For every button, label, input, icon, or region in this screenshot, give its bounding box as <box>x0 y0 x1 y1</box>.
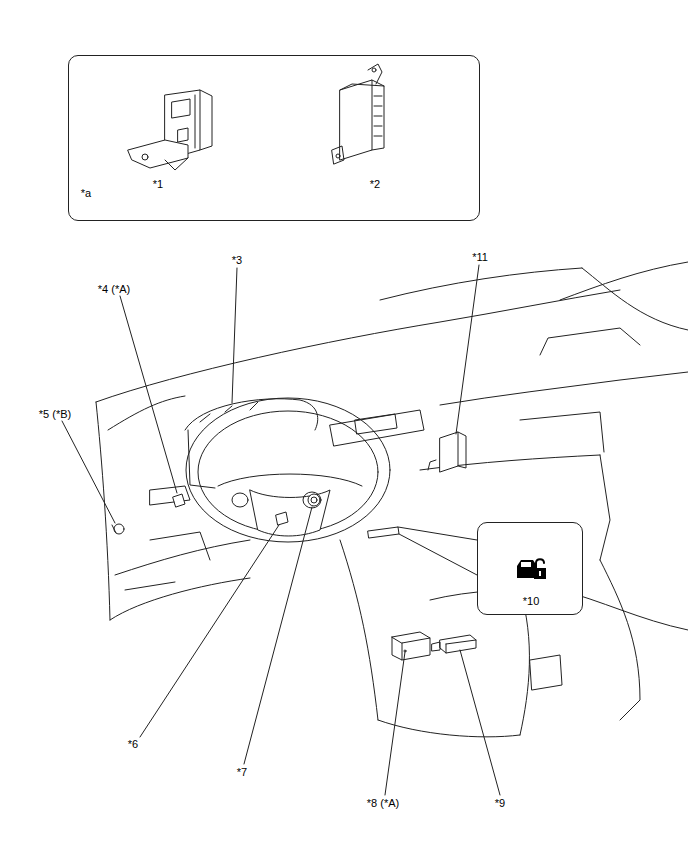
inset-box: *1 *2 *a <box>68 55 480 221</box>
leader-lines <box>62 265 500 795</box>
callout-number: *8 (*A) <box>367 798 399 809</box>
steering-wheel <box>185 398 390 542</box>
part-6 <box>276 512 288 525</box>
part-11 <box>428 432 466 472</box>
part-9 <box>432 635 476 653</box>
callout-number: *5 (*B) <box>39 409 71 420</box>
callout-number: *1 <box>153 179 163 190</box>
callout-ground <box>477 522 583 615</box>
callout-number: *11 <box>472 252 488 263</box>
part-7 <box>308 494 320 506</box>
callout-number: *a <box>81 188 91 199</box>
callout-number: *7 <box>237 767 247 778</box>
part-5 <box>112 524 124 534</box>
callout-leader <box>398 527 477 575</box>
callout-number: *9 <box>495 798 505 809</box>
lock-icon <box>517 559 546 579</box>
callout-number: *10 <box>523 596 540 607</box>
part-4 <box>173 494 185 507</box>
callout-number: *3 <box>232 255 242 266</box>
callout-number: *6 <box>128 739 138 750</box>
callout-number: *2 <box>370 179 380 190</box>
callout-box: *10 <box>477 522 583 615</box>
part-2 <box>332 64 384 164</box>
dashboard-outline <box>96 262 688 737</box>
part-8 <box>392 632 430 660</box>
callout-number: *4 (*A) <box>98 284 130 295</box>
part-10 <box>368 527 399 538</box>
part-1 <box>128 90 212 170</box>
